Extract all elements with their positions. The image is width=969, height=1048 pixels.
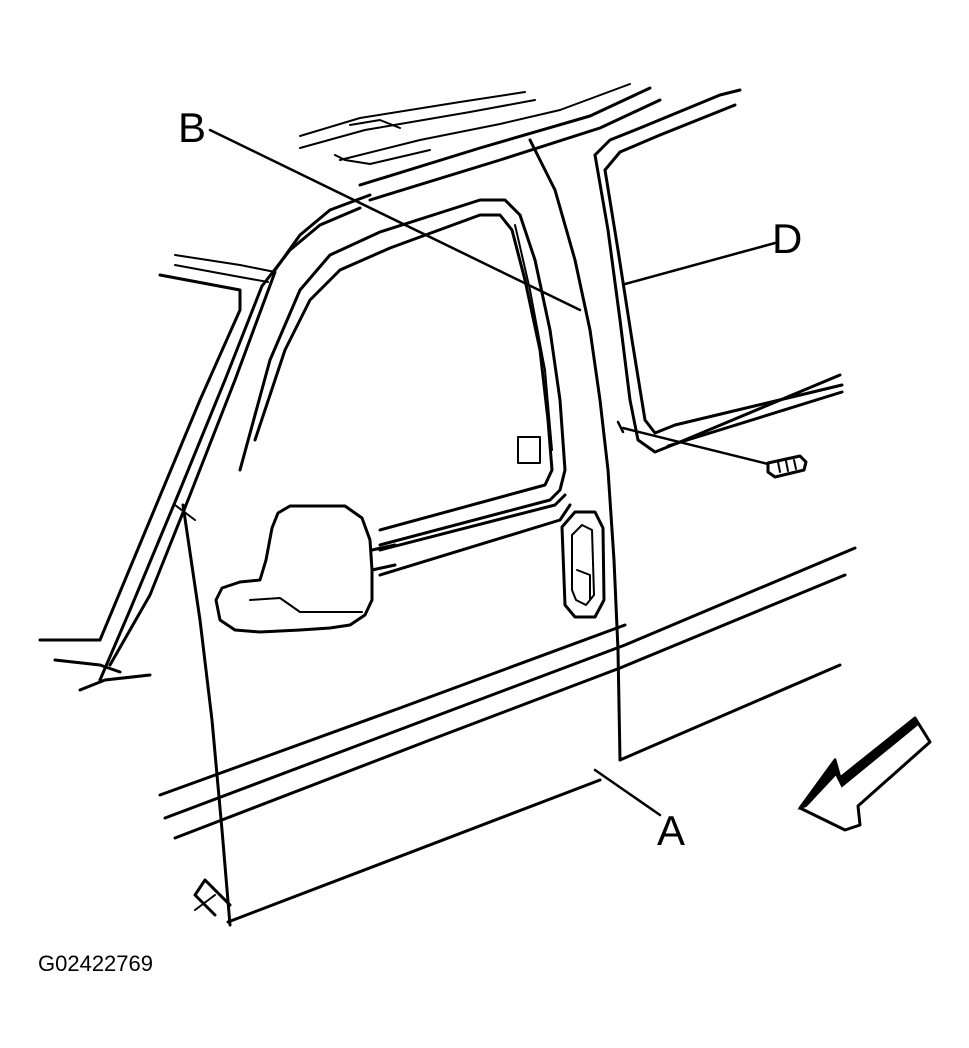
retainer-clip bbox=[766, 454, 808, 479]
door-handle bbox=[560, 510, 606, 619]
clip-locator-mark bbox=[616, 420, 625, 434]
body-side bbox=[158, 546, 857, 840]
front-door-outline bbox=[181, 138, 622, 927]
callout-d: D bbox=[772, 215, 802, 262]
front-door-window bbox=[238, 198, 572, 577]
direction-arrow-icon bbox=[797, 716, 932, 832]
leader-line-b bbox=[208, 128, 582, 312]
roof-rack bbox=[299, 83, 662, 202]
rear-side-window bbox=[593, 88, 844, 454]
side-mirror bbox=[214, 504, 397, 634]
leader-line-clip bbox=[621, 426, 770, 466]
leader-line-d bbox=[623, 241, 777, 286]
callout-a: A bbox=[657, 807, 685, 854]
leader-lines bbox=[208, 128, 777, 817]
leader-line-a bbox=[593, 768, 662, 817]
callout-b: B bbox=[178, 104, 206, 151]
windshield-a-pillar bbox=[38, 193, 372, 692]
figure-id: G02422769 bbox=[38, 951, 153, 976]
